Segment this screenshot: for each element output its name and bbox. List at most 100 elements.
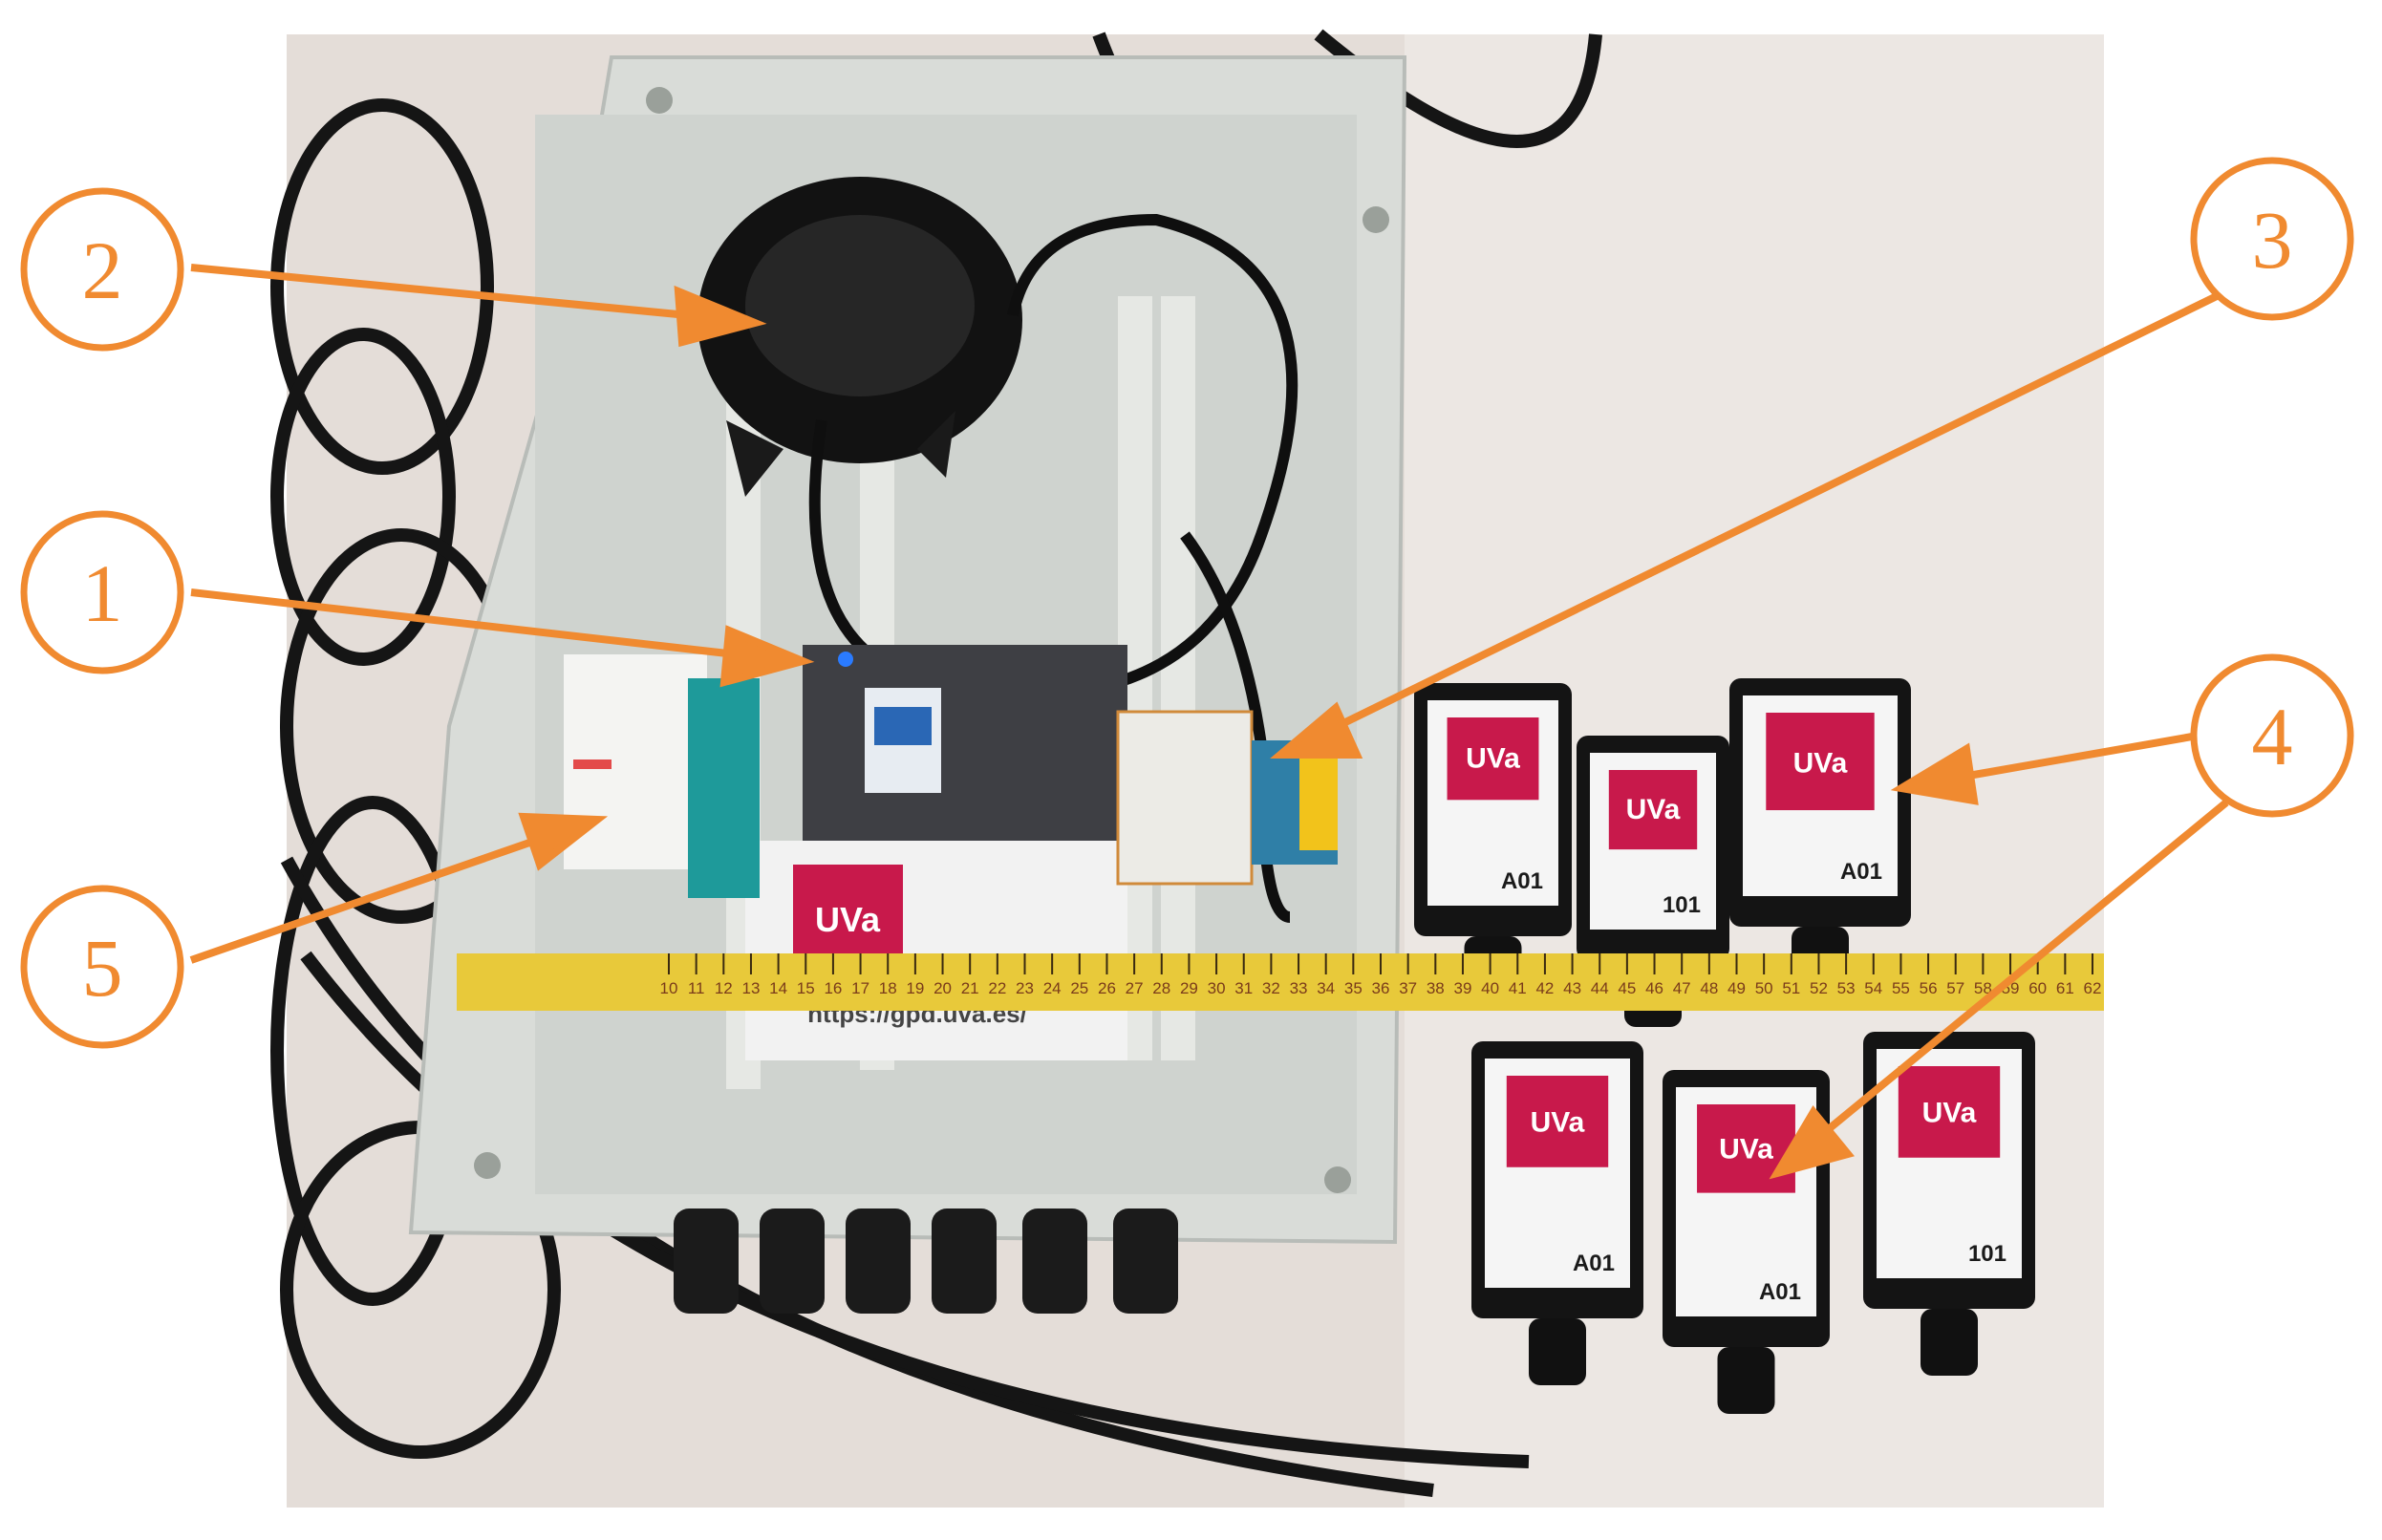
tape-number: 49 [1727,979,1746,997]
arrow-3-head [1270,701,1363,759]
arrow-4a-head [1890,742,1979,805]
module-uva-logo [1608,770,1698,850]
module-logo-text: UVa [1922,1098,1977,1129]
tape-number: 19 [906,979,924,997]
callout-2-circle [20,187,184,352]
callout-3-number: 3 [2252,194,2293,286]
tape-number: 54 [1864,979,1882,997]
tape-number: 25 [1070,979,1088,997]
tape-number: 11 [688,979,705,997]
callout-4-circle [2190,653,2354,818]
tape-number: 55 [1892,979,1910,997]
callout-5-circle [20,885,184,1049]
tape-number: 60 [2028,979,2047,997]
tape-number: 47 [1673,979,1691,997]
arrow-4a-shaft [1967,732,2199,780]
callout-4-number: 4 [2252,691,2293,782]
tape-number: 37 [1399,979,1417,997]
tape-number: 42 [1535,979,1554,997]
tape-number: 53 [1837,979,1856,997]
tape-number: 41 [1509,979,1527,997]
tape-number: 62 [2084,979,2102,997]
callout-4: 4 [2190,653,2354,818]
module-logo-text: UVa [1719,1134,1773,1166]
screw [646,87,673,114]
callout-5-number: 5 [82,922,123,1014]
module-uva-logo [1898,1066,2001,1158]
tape-number: 39 [1454,979,1472,997]
tape-number: 35 [1344,979,1363,997]
callouts: 2 1 5 3 4 [20,157,2354,1049]
tape-number: 23 [1016,979,1034,997]
tape-number: 27 [1126,979,1144,997]
controller-card-blue [874,707,932,745]
arrow-5-shaft [189,837,537,964]
tape-number: 48 [1700,979,1718,997]
tape-number: 57 [1946,979,1964,997]
callout-3: 3 [2190,157,2354,321]
tape-number: 18 [879,979,897,997]
callout-arrows [189,264,2229,1180]
tape-number: 29 [1180,979,1198,997]
power-supply [564,654,760,898]
sensor-module: UVa 101 [1863,1032,2035,1376]
arrow-4b-head [1769,1105,1856,1180]
tape-body [457,953,2104,1011]
arrow-5-head [518,812,609,871]
tape-number: 13 [742,979,761,997]
callout-1: 1 [20,510,184,674]
arrow-1-head [719,625,815,688]
cable-glands [674,1208,1178,1314]
round-device [697,177,1022,497]
tape-number: 20 [933,979,952,997]
module-code: A01 [1840,859,1882,885]
tape-number: 50 [1755,979,1773,997]
tape-number: 36 [1372,979,1390,997]
tape-number: 10 [660,979,678,997]
tape-number: 22 [988,979,1006,997]
module-code: A01 [1573,1251,1615,1276]
callout-3-circle [2190,157,2354,321]
terminal-blocks [1116,710,1338,886]
tape-number: 16 [824,979,842,997]
callout-1-number: 1 [82,547,123,639]
arrow-2-head [674,285,767,348]
module-cable-gland [1921,1309,1978,1376]
tape-number: 46 [1645,979,1663,997]
tape-number: 31 [1234,979,1253,997]
module-cable-gland [1717,1347,1775,1414]
screw [1363,206,1389,233]
tape-number: 43 [1563,979,1581,997]
module-code: 101 [1968,1241,2006,1267]
arrow-1-shaft [190,588,737,658]
tape-number: 26 [1098,979,1116,997]
controller-top [803,645,1127,845]
module-logo-text: UVa [1531,1107,1585,1139]
module-uva-logo [1766,713,1875,811]
callout-1-circle [20,510,184,674]
tape-number: 33 [1290,979,1308,997]
module-logo-text: UVa [1626,794,1681,825]
tape-number: 15 [797,979,815,997]
tape-number: 32 [1262,979,1280,997]
tape-number: 44 [1591,979,1609,997]
screw [474,1152,501,1179]
uva-logo-text: UVa [815,900,881,939]
tape-number: 21 [961,979,979,997]
module-code: A01 [1759,1279,1801,1305]
module-cable-gland [1529,1318,1586,1385]
blue-led [838,652,853,667]
module-uva-logo [1506,1076,1609,1167]
tape-number: 14 [769,979,787,997]
din-rail [1161,296,1195,1060]
tape-number: 38 [1427,979,1445,997]
tape-number: 24 [1043,979,1062,997]
callout-2-number: 2 [82,225,123,316]
arrow-3-shaft [1336,292,2219,730]
tape-number: 56 [1920,979,1938,997]
tape-number: 30 [1208,979,1226,997]
tape-number: 40 [1481,979,1499,997]
